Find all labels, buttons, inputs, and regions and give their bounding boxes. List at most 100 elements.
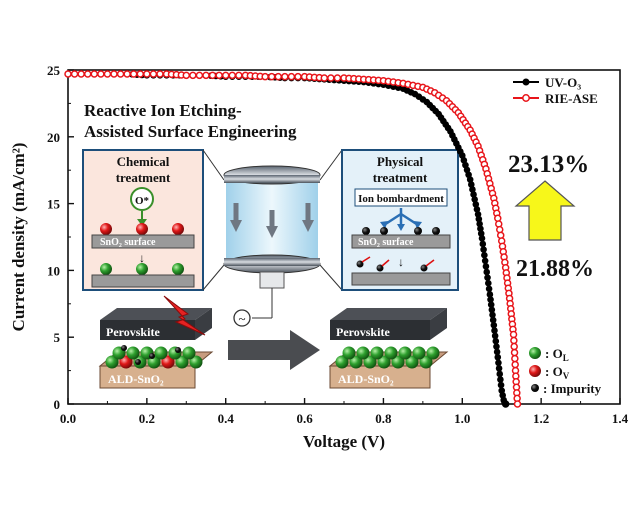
series-point	[466, 176, 474, 183]
series-point	[491, 327, 498, 334]
x-tick-label: 1.0	[454, 411, 470, 426]
device-before: ALD-SnO₂ Perovskite	[98, 295, 214, 389]
ion-arrow-icon	[230, 220, 242, 232]
ol-sphere	[384, 346, 398, 360]
series-point	[472, 201, 480, 208]
series-point	[480, 246, 487, 253]
series-point	[149, 70, 158, 78]
ov-sphere	[136, 223, 148, 235]
ol-sphere	[182, 346, 196, 360]
chemical-title-1: Chemical	[117, 154, 170, 169]
series-point	[510, 336, 518, 345]
y-tick-label: 25	[47, 63, 61, 78]
ozone-label: O*	[135, 195, 150, 207]
series-point	[511, 354, 519, 363]
legend-uv: UV-O₃	[545, 75, 581, 90]
chemical-treatment-box: Chemical treatment O* SnO₂ surface ↓	[82, 149, 204, 291]
x-tick-label: 0.0	[60, 411, 76, 426]
series-point	[182, 71, 191, 80]
series-point	[495, 359, 502, 367]
series-point	[83, 70, 92, 78]
series-point	[485, 285, 493, 293]
y-tick-label: 5	[54, 330, 61, 345]
series-point	[333, 74, 342, 82]
series-point	[274, 72, 283, 81]
series-point	[202, 71, 210, 80]
physical-title-2: treatment	[373, 170, 428, 185]
series-point	[129, 70, 138, 78]
series-point	[294, 72, 302, 81]
ol-sphere	[426, 346, 440, 360]
ol-sphere	[412, 346, 426, 360]
species-ov-sub: V	[563, 371, 570, 381]
series-point	[510, 342, 518, 351]
ol-sphere	[105, 355, 119, 369]
series-point	[484, 274, 491, 281]
ol-sphere	[398, 346, 412, 360]
series-point	[136, 70, 145, 78]
down-arrow-icon: ↓	[139, 251, 145, 265]
device-after: ALD-SnO₂ Perovskite	[328, 308, 449, 389]
series-point	[215, 71, 223, 80]
chemical-title-2: treatment	[116, 170, 171, 185]
series-point	[90, 70, 99, 78]
series-point	[471, 196, 478, 203]
x-tick-label: 0.6	[296, 411, 313, 426]
series-point	[486, 291, 494, 298]
series-point	[281, 72, 289, 81]
series-point	[489, 311, 496, 319]
series-point	[110, 70, 118, 78]
x-tick-label: 0.8	[375, 411, 392, 426]
ol-sphere	[147, 355, 161, 369]
inset-title-line2: Assisted Surface Engineering	[84, 122, 297, 141]
perovskite-label-left: Perovskite	[106, 325, 160, 339]
ac-source-icon	[233, 309, 251, 327]
physical-treatment-box: Physical treatment Ion bombardment SnO₂ …	[341, 149, 459, 291]
series-legend: UV-O₃ RIE-ASE	[513, 75, 598, 106]
impurity-sphere	[432, 227, 440, 235]
pce-uv-label: 21.88%	[516, 256, 594, 282]
y-tick-label: 15	[47, 197, 61, 212]
inset-title-line1: Reactive Ion Etching-	[84, 101, 242, 120]
series-point	[496, 370, 504, 378]
series-point	[64, 70, 72, 78]
down-arrow-icon	[137, 219, 147, 226]
series-point	[481, 257, 489, 265]
series-point	[208, 71, 217, 80]
series-point	[287, 72, 296, 81]
perovskite-label-right: Perovskite	[336, 325, 390, 339]
x-tick-label: 1.2	[533, 411, 549, 426]
ion-arrow-icon	[302, 220, 314, 232]
svg-text:: OV: : OV	[545, 364, 570, 381]
ion-arrow-icon	[266, 226, 278, 238]
series-point	[261, 72, 269, 81]
ald-label-left: ALD-SnO₂	[108, 372, 164, 386]
sno2-surface-left: SnO₂ surface	[100, 237, 156, 248]
ald-label-right: ALD-SnO₂	[338, 372, 394, 386]
series-point	[221, 71, 230, 80]
series-point	[103, 70, 112, 78]
series-point	[497, 381, 505, 389]
series-point	[510, 348, 519, 357]
ol-sphere	[154, 346, 168, 360]
process-arrow-icon	[228, 330, 320, 370]
series-layer	[64, 70, 522, 408]
species-ov: : O	[545, 364, 563, 379]
species-ol: : O	[545, 346, 563, 361]
series-point	[488, 306, 496, 314]
series-point	[473, 206, 481, 213]
ol-sphere	[189, 355, 203, 369]
series-point	[469, 186, 476, 193]
y-axis-label: Current density (mA/cm²)	[9, 143, 28, 332]
series-point	[481, 251, 488, 259]
series-point	[327, 74, 335, 82]
ol-sphere	[356, 346, 370, 360]
lightning-icon	[163, 295, 206, 336]
ol-sphere	[172, 263, 184, 275]
impurity-sphere	[149, 353, 155, 359]
series-point	[189, 71, 197, 80]
series-point	[267, 72, 276, 81]
